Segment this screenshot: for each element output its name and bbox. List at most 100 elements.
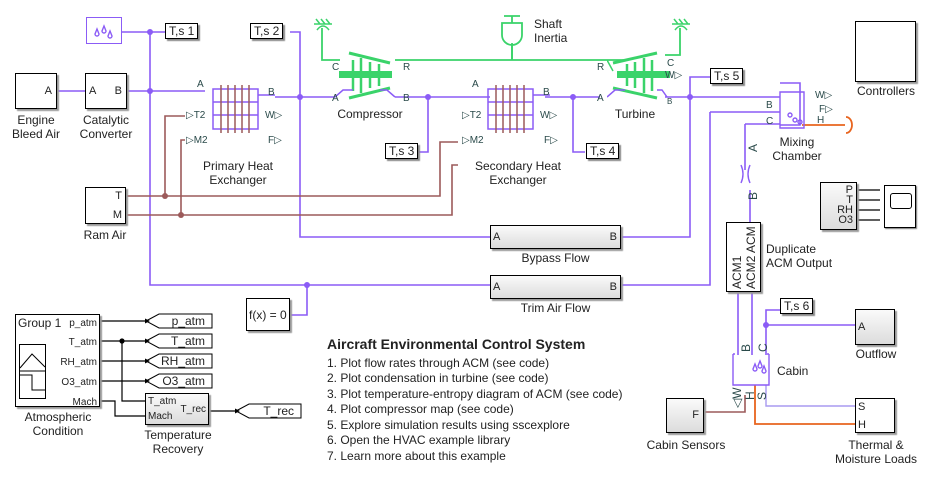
port-b: B [609, 281, 617, 293]
shx-port-a: A [472, 79, 479, 90]
wire-bypass-main [275, 96, 490, 238]
shaft-inertia-icon[interactable] [498, 13, 526, 61]
ram-air-block[interactable]: T M [85, 187, 126, 224]
link-learn-more[interactable]: 7. Learn more about this example [327, 448, 506, 463]
mixing-port-c: C [766, 116, 774, 127]
bus-selector-block[interactable]: P T RH O3 [820, 182, 857, 230]
port-a: A [89, 85, 97, 97]
outflow-block[interactable]: A [855, 309, 895, 345]
shx-port-w: W▷ [540, 110, 558, 121]
ts-tag-5[interactable]: T,s 5 [710, 68, 744, 84]
cabin-port-s: S [755, 391, 769, 400]
compressor-port-a: A [332, 93, 339, 104]
wire-phx-t2 [164, 115, 185, 196]
goto-label: RH_atm [160, 354, 205, 368]
port-a: A [858, 321, 866, 333]
mixing-link-port-a: A [746, 143, 760, 152]
controllers-block[interactable] [855, 21, 916, 82]
turbine-port-a: A [597, 93, 604, 104]
port-t-rec: T_rec [180, 404, 206, 415]
moisture-source-block[interactable] [86, 17, 122, 44]
ts-tag-4[interactable]: T,s 4 [586, 143, 620, 159]
shaft-inertia-label: Shaft Inertia [534, 17, 568, 45]
port-rh-atm: RH_atm [60, 357, 97, 368]
port-acm: ACM [744, 226, 758, 253]
port-m: M [112, 209, 122, 221]
link-plot-flow-rates[interactable]: 1. Plot flow rates through ACM (see code… [327, 355, 550, 370]
wire-phx-m2 [180, 139, 185, 215]
wire-bypass-out [620, 97, 691, 238]
link-plot-compressor-map[interactable]: 4. Plot compressor map (see code) [327, 402, 514, 416]
link-plot-ts-diagram[interactable]: 3. Plot temperature-entropy diagram of A… [327, 386, 623, 401]
trim-air-flow-label: Trim Air Flow [520, 301, 591, 315]
engine-bleed-air-block[interactable]: A [15, 73, 57, 109]
wire-solver [290, 285, 308, 316]
water-drops-icon [94, 24, 113, 39]
port-mach: Mach [148, 411, 173, 422]
turbine-port-r: R [597, 62, 605, 73]
port-acm2: ACM2 [744, 255, 758, 289]
cabin-sensors-label: Cabin Sensors [646, 438, 726, 452]
solver-equation: f(x) = 0 [249, 308, 287, 322]
bypass-flow-label: Bypass Flow [521, 251, 590, 265]
shx-port-f: F▷ [544, 135, 558, 146]
temperature-recovery-label: Temperature Recovery [144, 428, 212, 456]
ts-tag-2[interactable]: T,s 2 [250, 23, 284, 39]
secondary-heat-exchanger-icon[interactable] [480, 85, 550, 135]
mixing-chamber-icon[interactable] [776, 90, 806, 130]
cabin-sensors-block[interactable]: F [666, 398, 704, 433]
compressor-port-r: R [403, 62, 411, 73]
port-acm1: ACM1 [730, 255, 744, 289]
cabin-label: Cabin [777, 364, 809, 378]
mixing-port-w: W▷ [815, 90, 833, 101]
port-f: F [692, 409, 699, 421]
goto-label: O3_atm [162, 374, 205, 388]
goto-p-atm[interactable]: p_atm [145, 313, 213, 329]
goto-o3-atm[interactable]: O3_atm [145, 373, 213, 389]
port-rh: RH [837, 204, 853, 216]
primary-heat-exchanger-icon[interactable] [205, 85, 275, 135]
ts-tag-1[interactable]: T,s 1 [165, 23, 199, 39]
atmospheric-condition-block[interactable]: Group 1 p_atm T_atm RH_atm O3_atm Mach [15, 314, 100, 408]
secondary-heat-exchanger-label: Secondary Heat Exchanger [474, 159, 562, 187]
wire-trim-main [149, 32, 490, 286]
duplicate-acm-block[interactable]: ACM1 ACM2 ACM [726, 222, 761, 292]
thermal-lines [754, 116, 855, 425]
compressor-icon[interactable] [335, 48, 397, 103]
turbine-icon[interactable] [607, 48, 671, 103]
temperature-recovery-block[interactable]: T_atm Mach T_rec [145, 393, 209, 425]
mixing-port-b: B [766, 100, 773, 111]
catalytic-converter-block[interactable]: A B [85, 73, 127, 109]
ts-tag-3[interactable]: T,s 3 [385, 143, 419, 159]
model-annotation: Aircraft Environmental Control System 1.… [327, 336, 623, 464]
port-t: T [115, 190, 122, 202]
primary-heat-exchanger-label: Primary Heat Exchanger [202, 159, 273, 187]
cabin-icon[interactable] [731, 352, 771, 388]
port-b: B [114, 85, 122, 97]
mixing-port-h: H [817, 115, 825, 126]
scope-block[interactable] [884, 185, 916, 228]
wire-ts2 [290, 31, 301, 97]
turbine-port-w: W▷ [665, 70, 683, 81]
port-p-atm: p_atm [69, 318, 97, 329]
goto-t-rec[interactable]: T_rec [235, 403, 302, 419]
solver-configuration-block[interactable]: f(x) = 0 [246, 298, 290, 331]
duplicate-acm-label: Duplicate ACM Output [766, 242, 833, 270]
thermal-moisture-loads-block[interactable]: S H [855, 398, 895, 433]
cabin-port-c: C [756, 343, 770, 352]
signal-builder-icon [19, 344, 46, 399]
port-t-atm: T_atm [148, 396, 177, 407]
cabin-port-w: ◁W [730, 387, 744, 408]
ts-tag-6[interactable]: T,s 6 [780, 298, 814, 314]
link-plot-condensation[interactable]: 2. Plot condensation in turbine (see cod… [327, 371, 549, 385]
shx-port-b: B [543, 87, 550, 98]
goto-rh-atm[interactable]: RH_atm [145, 353, 213, 369]
link-sscexplore[interactable]: 5. Explore simulation results using ssce… [327, 417, 570, 432]
trim-air-flow-block[interactable]: A B [490, 275, 621, 299]
scope-screen-icon [890, 193, 912, 209]
turbine-port-c: C [667, 58, 675, 69]
link-hvac-library[interactable]: 6. Open the HVAC example library [327, 433, 511, 447]
goto-t-atm[interactable]: T_atm [145, 333, 213, 349]
bypass-flow-block[interactable]: A B [490, 225, 621, 249]
